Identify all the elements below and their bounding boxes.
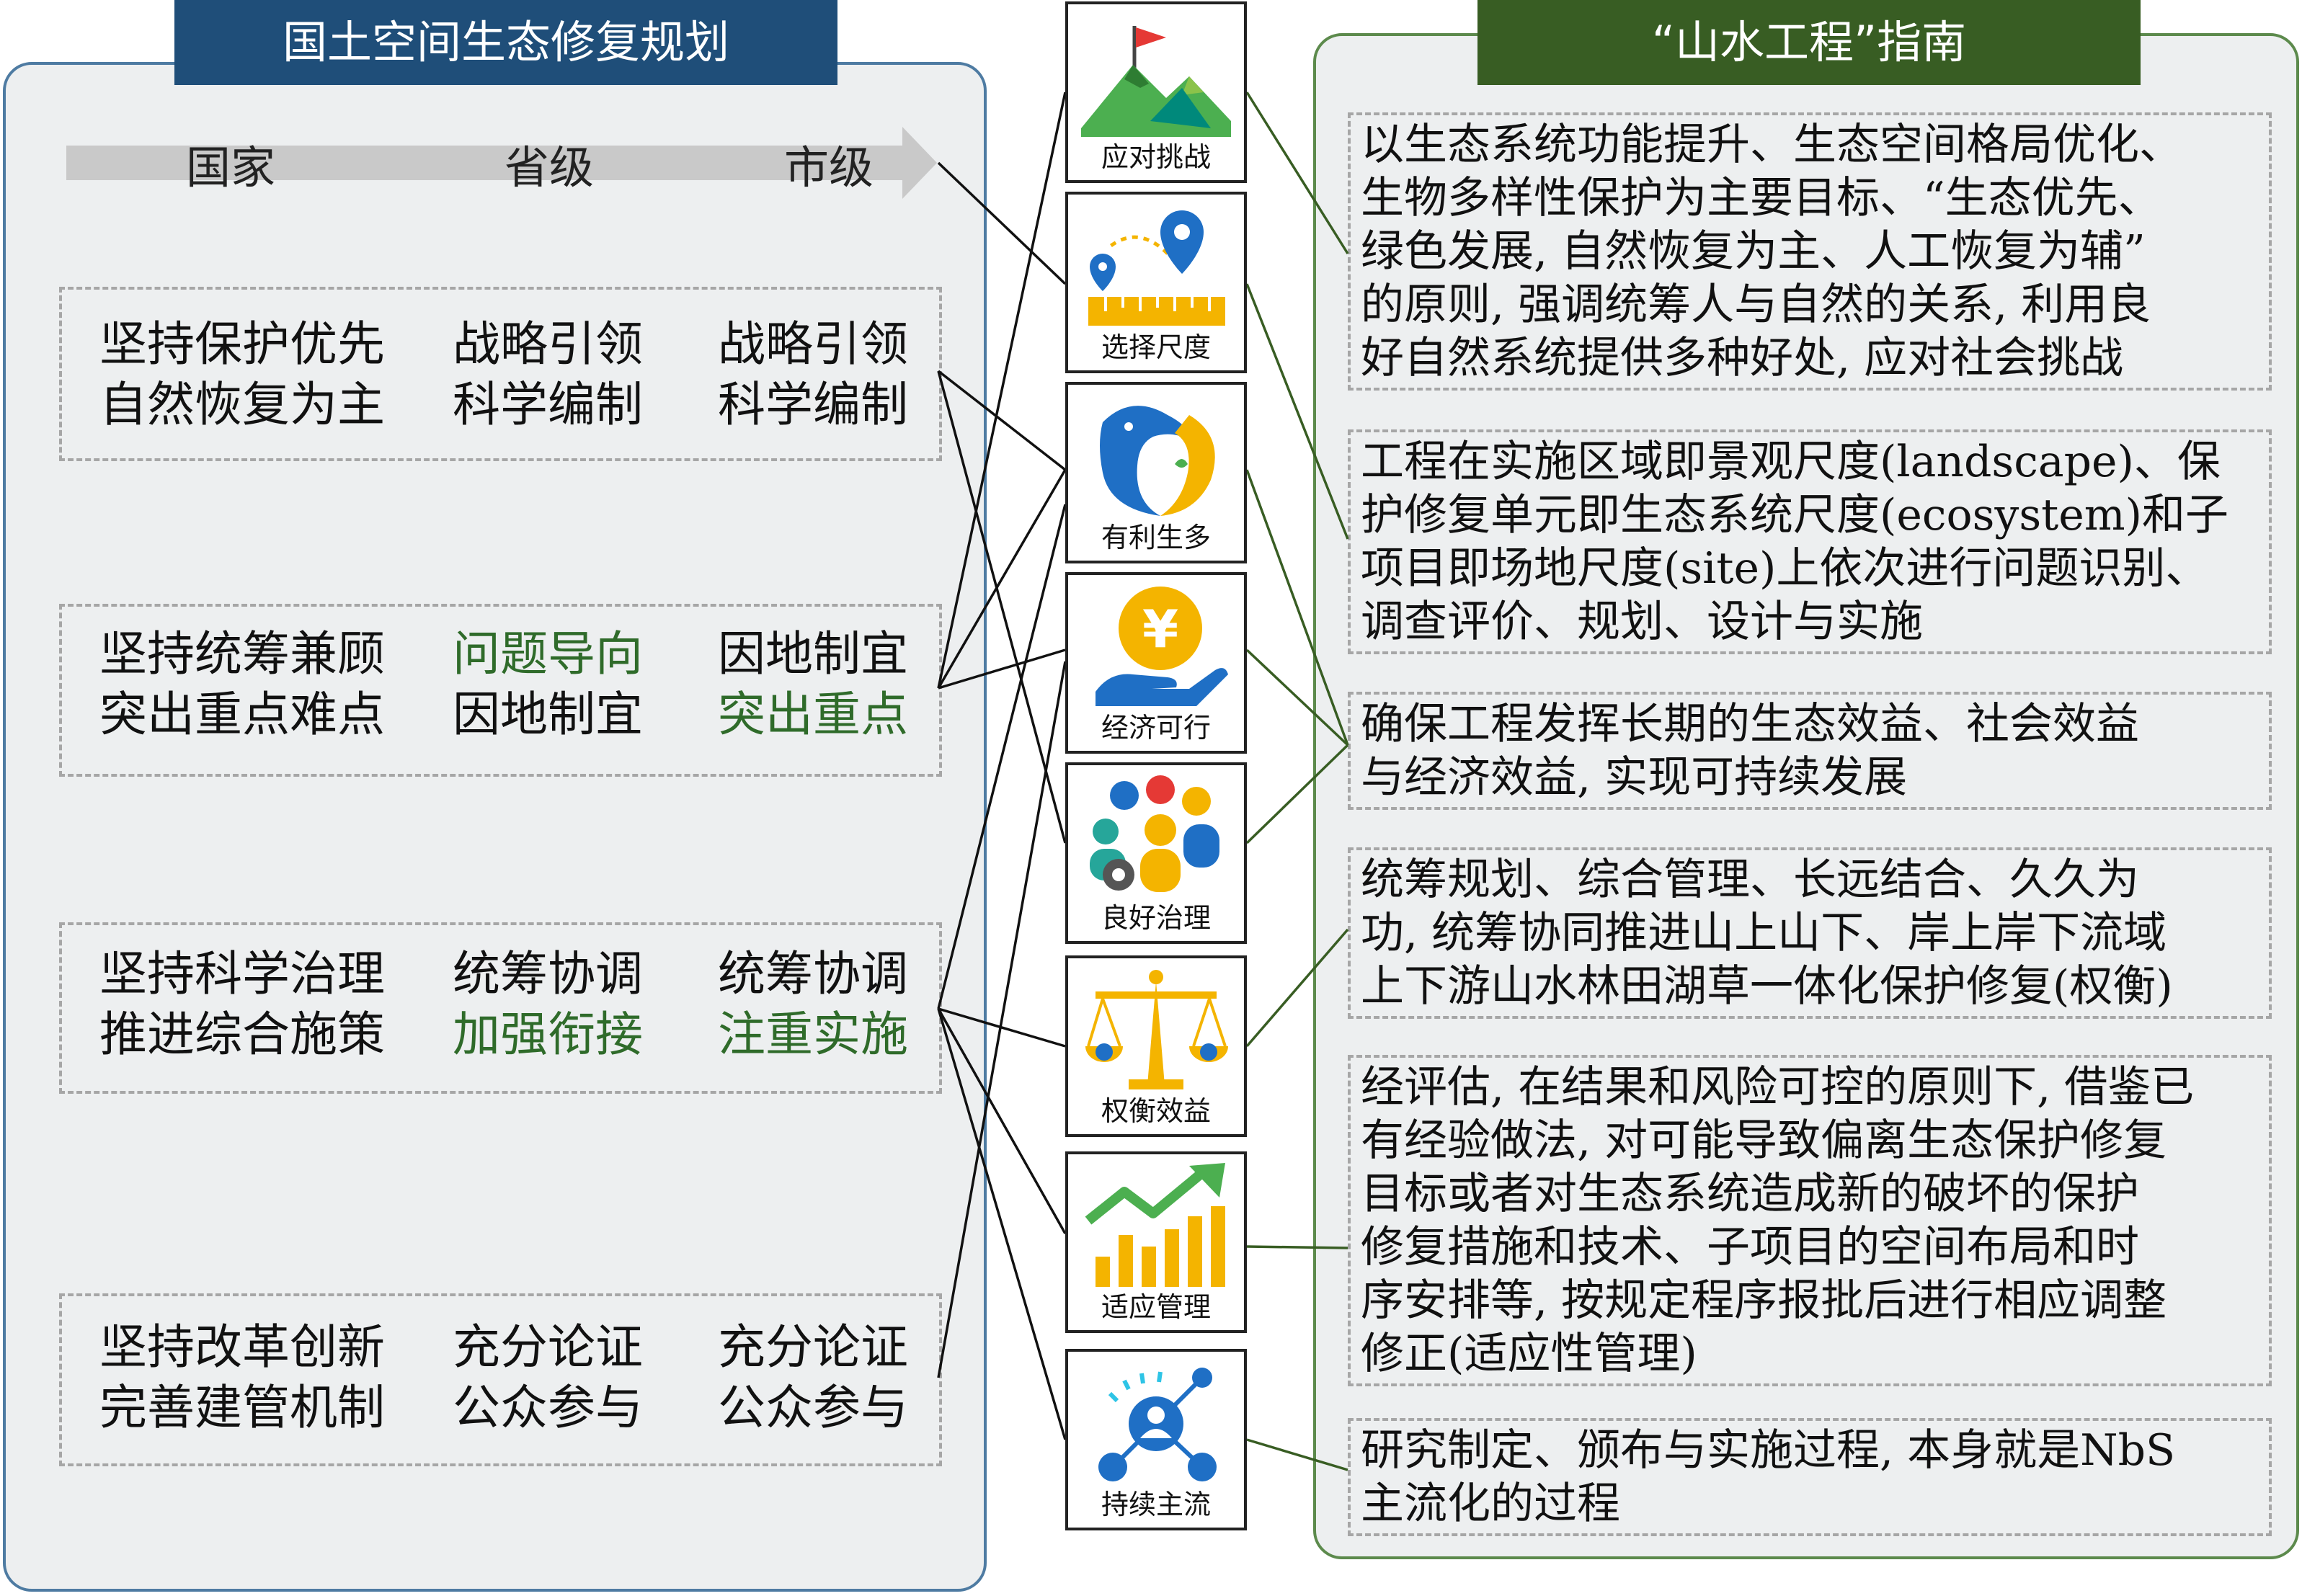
link-g3-tradeoff — [938, 1007, 1066, 1048]
criterion-mainstream: 持续主流 — [1065, 1349, 1247, 1530]
criterion-adaptive: 适应管理 — [1065, 1151, 1247, 1333]
link-mainstream-desc — [1246, 1438, 1348, 1471]
criterion-label: 应对挑战 — [1101, 141, 1211, 173]
link-g2-challenge — [937, 92, 1067, 689]
provincial-principle-4: 充分论证公众参与 — [453, 1319, 643, 1435]
flag-mountain-icon — [1081, 26, 1231, 137]
left-panel — [3, 62, 987, 1592]
level-national: 国家 — [186, 141, 276, 194]
principle-group-2 — [59, 604, 942, 777]
principle-group-4 — [59, 1293, 942, 1466]
criterion-label: 选择尺度 — [1101, 331, 1211, 363]
link-g1-benefit — [937, 370, 1067, 471]
municipal-principle-2: 因地制宜突出重点 — [718, 626, 908, 742]
criterion-label: 持续主流 — [1101, 1489, 1211, 1520]
level-provincial: 省级 — [505, 141, 595, 194]
criterion-benefit: 有利生多 — [1065, 382, 1247, 563]
criterion-label: 适应管理 — [1101, 1291, 1211, 1323]
link-tradeoff-desc — [1245, 928, 1349, 1048]
provincial-principle-1: 战略引领科学编制 — [453, 316, 643, 432]
criterion-challenge: 应对挑战 — [1065, 1, 1247, 183]
link-scale-desc — [1245, 283, 1349, 540]
national-principle-4: 坚持改革创新完善建管机制 — [99, 1319, 385, 1435]
balance-scale-icon — [1085, 970, 1228, 1089]
municipal-principle-3: 统筹协调注重实施 — [718, 946, 908, 1062]
municipal-principle-1: 战略引领科学编制 — [718, 316, 908, 432]
yuan-hand-icon: ¥ — [1096, 587, 1228, 706]
level-municipal: 市级 — [784, 141, 874, 194]
link-level-scale — [937, 161, 1067, 285]
left-panel-title: 国土空间生态修复规划 — [174, 0, 837, 85]
description-sustainability: 确保工程发挥长期的生态效益、社会效益与经济效益, 实现可持续发展 — [1348, 692, 2272, 810]
criterion-label: 良好治理 — [1101, 902, 1211, 934]
municipal-principle-4: 充分论证公众参与 — [718, 1319, 908, 1435]
link-g2-economic — [938, 648, 1066, 690]
description-challenge: 以生态系统功能提升、生态空间格局优化、生物多样性保护为主要目标、“生态优先、绿色… — [1348, 112, 2272, 391]
criterion-scale: 选择尺度 — [1065, 192, 1247, 373]
network-person-icon — [1098, 1368, 1217, 1481]
provincial-principle-2: 问题导向因地制宜 — [453, 626, 643, 742]
link-g3-mainstream — [937, 1008, 1067, 1440]
description-adaptive: 经评估, 在结果和风险可控的原则下, 借鉴已有经验做法, 对可能导致偏离生态保护… — [1348, 1055, 2272, 1386]
link-benefit-desc — [1245, 469, 1349, 746]
national-principle-1: 坚持保护优先自然恢复为主 — [99, 316, 385, 432]
svg-text:¥: ¥ — [1142, 599, 1178, 659]
criterion-tradeoff: 权衡效益 — [1065, 955, 1247, 1137]
description-coordination: 统筹规划、综合管理、长远结合、久久为功, 统筹协同推进山上山下、岸上岸下流域上下… — [1348, 847, 2272, 1019]
link-g1-governance — [937, 370, 1067, 844]
map-pin-ruler-icon — [1088, 210, 1225, 326]
link-g4-economic — [937, 661, 1067, 1378]
provincial-principle-3: 统筹协调加强衔接 — [453, 946, 643, 1062]
national-principle-2: 坚持统筹兼顾突出重点难点 — [99, 626, 385, 742]
link-g2-benefit — [937, 469, 1067, 689]
right-panel-title: “山水工程”指南 — [1477, 0, 2141, 85]
governance-people-icon — [1090, 775, 1219, 892]
link-governance-desc — [1245, 744, 1349, 844]
biodiversity-icon — [1100, 406, 1215, 516]
link-economic-desc — [1245, 648, 1349, 746]
national-principle-3: 坚持科学治理推进综合施策 — [99, 946, 385, 1062]
principle-group-3 — [59, 922, 942, 1094]
growth-chart-icon — [1085, 1163, 1225, 1287]
link-g3-adaptive — [937, 1008, 1067, 1234]
description-scale: 工程在实施区域即景观尺度(landscape)、保护修复单元即生态系统尺度(ec… — [1348, 429, 2272, 654]
criterion-label: 有利生多 — [1101, 522, 1211, 553]
link-adaptive-desc — [1246, 1245, 1348, 1249]
criterion-governance: 良好治理 — [1065, 762, 1247, 944]
criterion-economic: ¥ 经济可行 — [1065, 572, 1247, 754]
criterion-label: 经济可行 — [1101, 712, 1211, 744]
level-arrow — [66, 127, 937, 199]
criterion-label: 权衡效益 — [1101, 1095, 1211, 1127]
link-g3-benefit — [937, 504, 1067, 1009]
link-challenge-desc — [1245, 92, 1349, 254]
